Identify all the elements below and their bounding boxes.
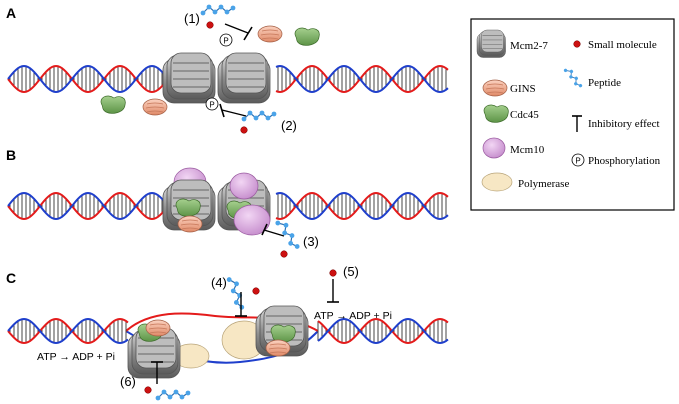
small-molecule-icon [240, 126, 248, 134]
svg-text:P: P [575, 157, 580, 166]
cmg-helicase-right [255, 305, 309, 357]
svg-text:Inhibitory effect: Inhibitory effect [588, 118, 660, 130]
label-inhibitor-1: (1) [184, 11, 200, 26]
inhibition-arrow-6 [151, 361, 163, 384]
atp-hydrolysis-left: ATP → ADP + Pi [37, 351, 115, 363]
peptide-icon [241, 109, 277, 123]
svg-text:Small molecule: Small molecule [588, 39, 657, 51]
cmg-helicase-left [127, 319, 181, 379]
small-molecule-icon [573, 40, 581, 48]
gins-icon [257, 25, 283, 43]
mcm10-top-right [229, 172, 259, 200]
svg-text:Mcm2-7: Mcm2-7 [510, 40, 548, 52]
legend-item-mcm10: Mcm10 [482, 137, 545, 159]
legend-item-small-molecule: Small molecule [573, 39, 657, 51]
svg-text:Phosphorylation: Phosphorylation [588, 155, 661, 167]
label-inhibitor-4: (4) [211, 275, 227, 290]
small-molecule-icon [280, 250, 288, 258]
peptide-icon [200, 3, 236, 16]
phosphorylation-mark-top: P [219, 33, 233, 47]
mcm10-bottom-right [233, 204, 271, 236]
mcm10-icon [482, 137, 506, 159]
legend-item-polymerase: Polymerase [481, 172, 569, 192]
phosphorylation-icon: P [571, 153, 585, 167]
cdc45-icon [175, 198, 201, 217]
panel-letter-a: A [6, 5, 16, 21]
mcm-hexamer-icon [476, 29, 506, 58]
small-molecule-icon [329, 269, 337, 277]
legend-item-gins: GINS [482, 79, 536, 97]
inhibition-arrow-3 [261, 223, 285, 237]
gins-icon [177, 215, 203, 233]
legend: Mcm2-7 GINS Cdc45 Mcm10 Polymerase Small… [470, 18, 675, 211]
mcm-double-hexamer-a [162, 52, 271, 104]
small-molecule-icon [144, 386, 152, 394]
inhibitory-effect-icon [572, 115, 582, 132]
small-molecule-icon [252, 287, 260, 295]
svg-text:Mcm10: Mcm10 [510, 144, 545, 156]
label-inhibitor-2: (2) [281, 118, 297, 133]
cdc45-icon [483, 104, 509, 123]
polymerase-icon [481, 172, 513, 192]
inhibition-arrow-1 [224, 23, 253, 41]
label-inhibitor-3: (3) [303, 234, 319, 249]
inhibition-arrow-5 [327, 279, 339, 303]
svg-text:Cdc45: Cdc45 [510, 109, 539, 121]
cdc45-icon [294, 27, 320, 46]
small-molecule-icon [206, 21, 214, 29]
label-inhibitor-5: (5) [343, 264, 359, 279]
svg-text:Polymerase: Polymerase [518, 178, 569, 190]
inhibition-arrow-4 [235, 292, 247, 317]
atp-hydrolysis-right: ATP → ADP + Pi [314, 310, 392, 322]
phosphorylation-mark-bottom: P [205, 97, 219, 111]
dna-helix-panel-a [7, 64, 449, 94]
peptide-icon [155, 389, 191, 401]
legend-item-peptide: Peptide [562, 65, 621, 91]
panel-letter-b: B [6, 147, 16, 163]
svg-text:P: P [223, 37, 228, 46]
gins-icon [142, 98, 168, 116]
svg-text:P: P [209, 101, 214, 110]
svg-text:Peptide: Peptide [588, 77, 621, 89]
label-inhibitor-6: (6) [120, 374, 136, 389]
dna-helix-panel-b [7, 191, 449, 221]
inhibition-arrow-2 [219, 103, 247, 118]
legend-item-mcm2-7: Mcm2-7 [476, 29, 548, 58]
legend-item-cdc45: Cdc45 [483, 104, 539, 123]
cdc45-icon [100, 95, 126, 114]
gins-icon [482, 79, 508, 97]
panel-letter-c: C [6, 270, 16, 286]
svg-text:GINS: GINS [510, 83, 536, 95]
peptide-icon [225, 274, 247, 313]
legend-item-inhibitory-effect: Inhibitory effect [572, 115, 660, 132]
legend-item-phosphorylation: P Phosphorylation [571, 153, 661, 167]
